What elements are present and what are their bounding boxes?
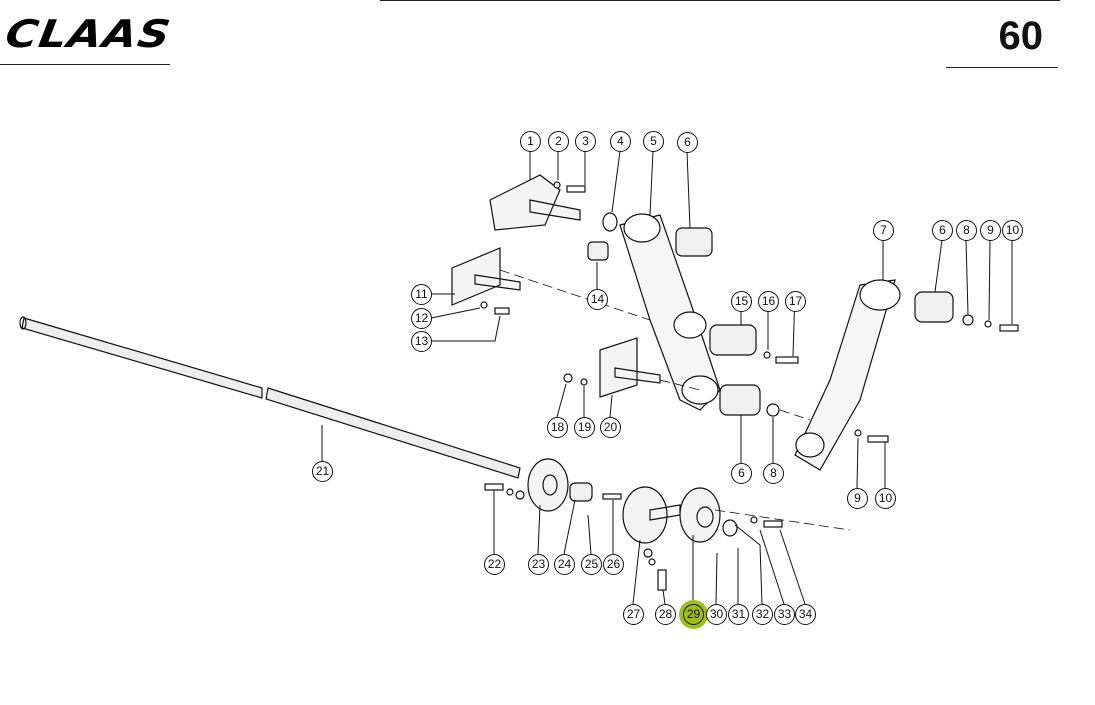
part-callout-19[interactable]: 19 bbox=[574, 417, 595, 438]
part-callout-5[interactable]: 5 bbox=[643, 131, 664, 152]
lever-7 bbox=[794, 279, 896, 471]
part-callout-13[interactable]: 13 bbox=[411, 331, 432, 352]
part-callout-23[interactable]: 23 bbox=[528, 554, 549, 575]
part-callout-21[interactable]: 21 bbox=[312, 461, 333, 482]
part-callout-28[interactable]: 28 bbox=[655, 604, 676, 625]
part-callout-20[interactable]: 20 bbox=[600, 417, 621, 438]
part-callout-12[interactable]: 12 bbox=[411, 308, 432, 329]
bushing-6b bbox=[719, 384, 761, 416]
part-callout-22[interactable]: 22 bbox=[484, 554, 505, 575]
bushing-15 bbox=[709, 324, 757, 356]
flange-23 bbox=[527, 458, 569, 512]
part-callout-24[interactable]: 24 bbox=[554, 554, 575, 575]
part-callout-9[interactable]: 9 bbox=[847, 488, 868, 509]
part-callout-18[interactable]: 18 bbox=[547, 417, 568, 438]
bushing-14 bbox=[587, 241, 609, 261]
part-callout-9[interactable]: 9 bbox=[980, 220, 1001, 241]
part-callout-29[interactable]: 29 bbox=[683, 604, 704, 625]
part-callout-6[interactable]: 6 bbox=[731, 463, 752, 484]
part-callout-32[interactable]: 32 bbox=[752, 604, 773, 625]
part-callout-6[interactable]: 6 bbox=[932, 220, 953, 241]
part-callout-7[interactable]: 7 bbox=[873, 220, 894, 241]
part-callout-33[interactable]: 33 bbox=[774, 604, 795, 625]
part-callout-34[interactable]: 34 bbox=[795, 604, 816, 625]
plate-11 bbox=[451, 247, 521, 306]
page-number-underline bbox=[946, 67, 1058, 68]
shaft-21 bbox=[19, 316, 521, 479]
part-callout-15[interactable]: 15 bbox=[731, 291, 752, 312]
top-rule bbox=[380, 0, 1060, 1]
plate-20 bbox=[599, 337, 661, 398]
part-callout-6[interactable]: 6 bbox=[677, 132, 698, 153]
part-callout-8[interactable]: 8 bbox=[956, 220, 977, 241]
part-callout-25[interactable]: 25 bbox=[581, 554, 602, 575]
flange-27 bbox=[622, 486, 668, 544]
bushing-6 bbox=[675, 227, 713, 257]
part-callout-1[interactable]: 1 bbox=[520, 131, 541, 152]
part-callout-4[interactable]: 4 bbox=[610, 131, 631, 152]
part-callout-17[interactable]: 17 bbox=[785, 291, 806, 312]
part-callout-10[interactable]: 10 bbox=[875, 488, 896, 509]
part-callout-27[interactable]: 27 bbox=[623, 604, 644, 625]
part-callout-30[interactable]: 30 bbox=[706, 604, 727, 625]
page-number: 60 bbox=[998, 14, 1044, 58]
part-callout-10[interactable]: 10 bbox=[1002, 220, 1023, 241]
part-callout-8[interactable]: 8 bbox=[763, 463, 784, 484]
collar-24 bbox=[569, 482, 593, 502]
bracket-1 bbox=[489, 174, 581, 231]
part-callout-16[interactable]: 16 bbox=[758, 291, 779, 312]
logo-underline bbox=[0, 64, 170, 65]
part-callout-3[interactable]: 3 bbox=[575, 131, 596, 152]
bushing-6c bbox=[914, 291, 954, 323]
part-callout-31[interactable]: 31 bbox=[728, 604, 749, 625]
part-callout-2[interactable]: 2 bbox=[548, 131, 569, 152]
part-callout-14[interactable]: 14 bbox=[587, 289, 608, 310]
part-callout-26[interactable]: 26 bbox=[603, 554, 624, 575]
part-callout-11[interactable]: 11 bbox=[411, 284, 432, 305]
flange-29 bbox=[679, 487, 721, 543]
